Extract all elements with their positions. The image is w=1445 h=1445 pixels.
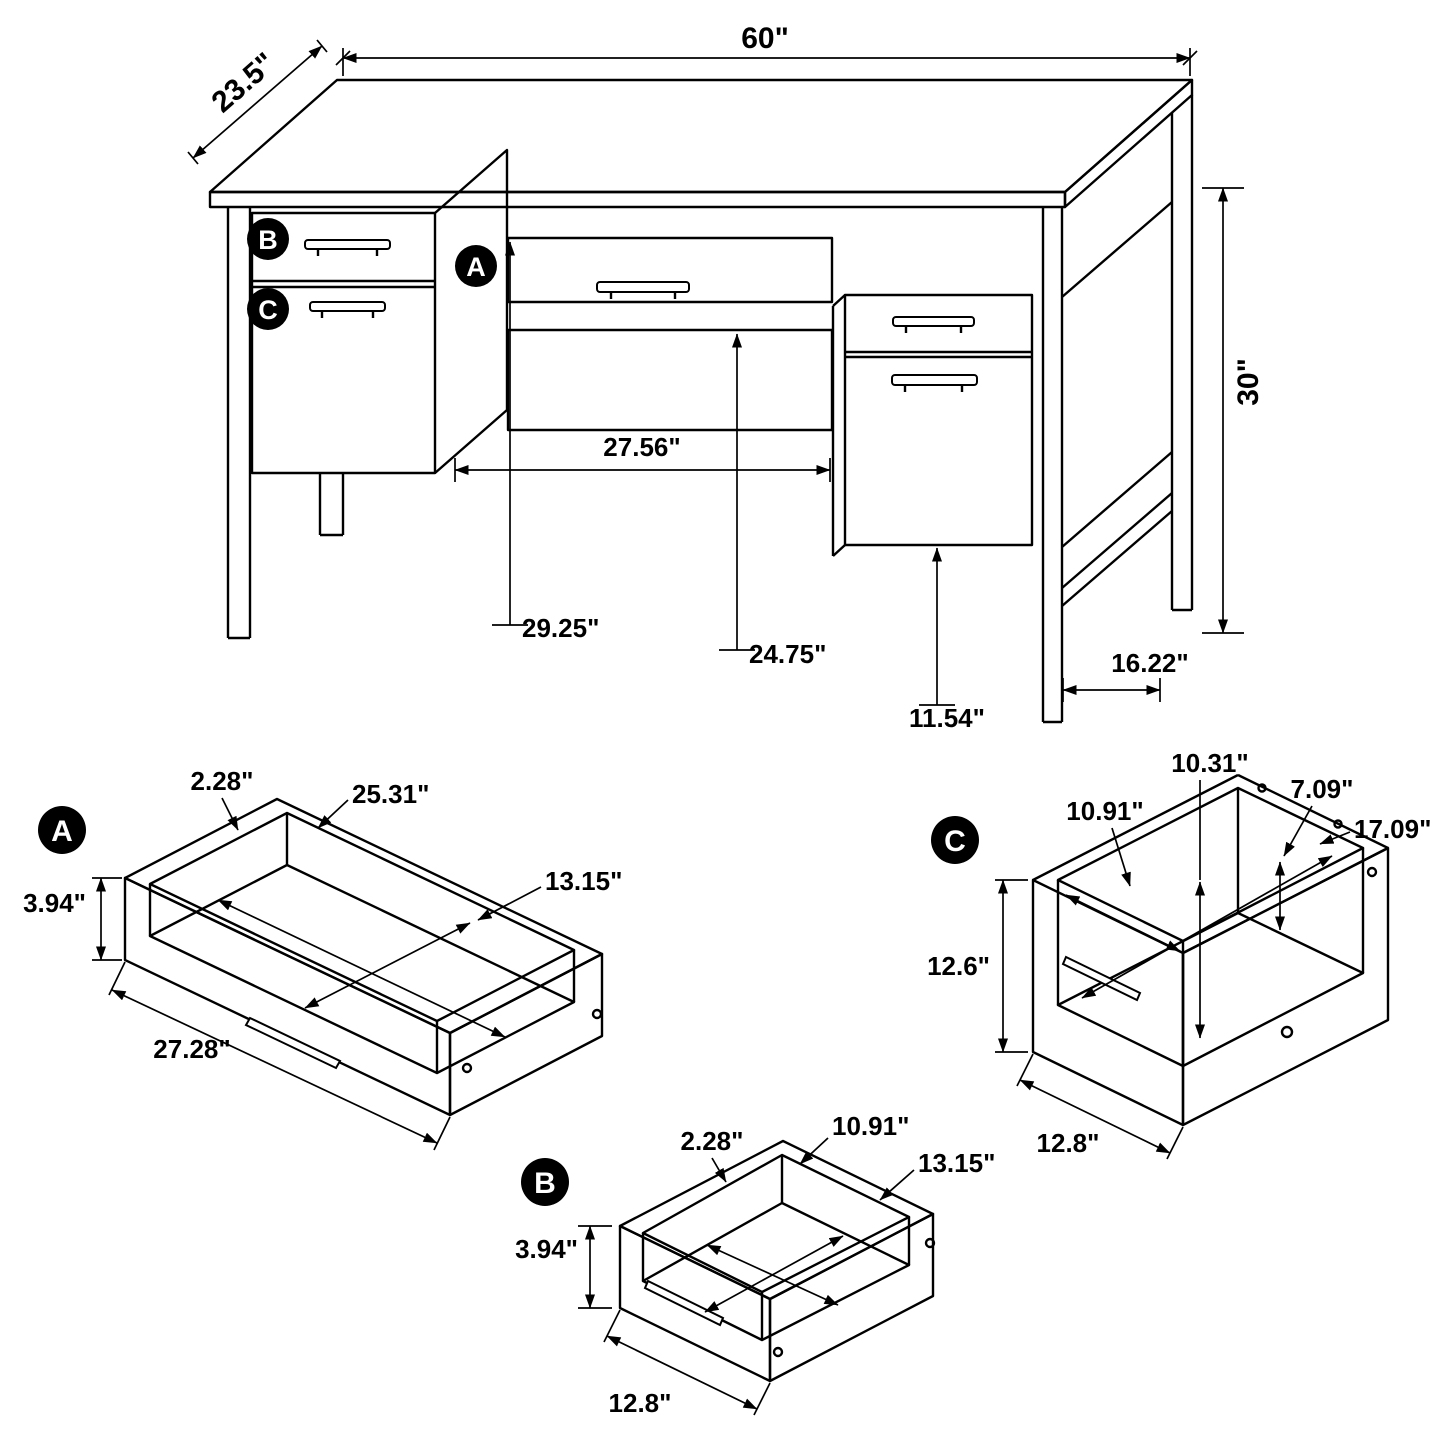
badge-c-letter: C xyxy=(258,295,278,325)
badge-a: A xyxy=(455,245,497,287)
drawer-b-detail: 3.94" 12.8" 2.28" 10.91" 13.15" B xyxy=(515,1111,995,1418)
drawer-b-height-label: 3.94" xyxy=(515,1234,578,1264)
badge-a-detail-letter: A xyxy=(51,815,73,848)
desk-top xyxy=(208,78,1194,209)
drawer-b-handle xyxy=(643,1279,725,1327)
badge-c-detail: C xyxy=(931,816,979,864)
dim-underside-height: 29.25" xyxy=(492,241,599,643)
dim-knee-clearance: 24.75" xyxy=(719,333,826,669)
cabinet-c-height-label: 12.6" xyxy=(927,951,990,981)
cabinet-c-dims: 12.6" 12.8" 10.31" 7.09" 10.91" 17.09" xyxy=(927,748,1431,1160)
desk-center-drawer xyxy=(506,236,834,432)
cabinet-c-inner-width-label: 10.91" xyxy=(1066,796,1143,826)
badge-b-detail: B xyxy=(521,1158,569,1206)
desk-width-label: 60" xyxy=(741,22,789,55)
desk-overview: 60" 23.5" 30" 27.56" 29.25" 2 xyxy=(187,22,1265,733)
cabinet-c-inner-height-label: 10.31" xyxy=(1171,748,1248,778)
leg-depth-label: 16.22" xyxy=(1111,648,1188,678)
desk-left-leg xyxy=(226,207,252,640)
badge-b-letter: B xyxy=(258,225,278,255)
dim-desk-width: 60" xyxy=(335,22,1198,76)
badge-a-letter: A xyxy=(466,252,486,282)
desk-right-pedestal xyxy=(831,293,1034,557)
pedestal-floor-gap-label: 11.54" xyxy=(909,703,985,733)
badge-c: C xyxy=(247,288,289,330)
drawer-handles xyxy=(304,239,978,392)
drawer-a-box xyxy=(123,797,604,1117)
drawer-b-dims: 3.94" 12.8" 2.28" 10.91" 13.15" xyxy=(515,1111,995,1418)
cabinet-c-diagonal-label: 17.09" xyxy=(1354,814,1431,844)
dim-leg-depth: 16.22" xyxy=(1062,648,1189,702)
cabinet-c-detail: 12.6" 12.8" 10.31" 7.09" 10.91" 17.09" C xyxy=(927,748,1431,1160)
drawer-a-dims: 3.94" 27.28" 2.28" 25.31" 13.15" xyxy=(23,766,622,1151)
drawer-b-box xyxy=(618,1139,936,1383)
drawer-b-wall-label: 2.28" xyxy=(681,1126,744,1156)
badge-c-detail-letter: C xyxy=(944,825,966,858)
desk-depth-label: 23.5" xyxy=(206,47,282,120)
drawer-a-inner-width-label: 25.31" xyxy=(352,779,429,809)
badge-a-detail: A xyxy=(38,806,86,854)
desk-right-leg-frame xyxy=(1041,95,1194,724)
drawer-b-inner-depth-label: 13.15" xyxy=(918,1148,995,1178)
drawer-a-detail: 3.94" 27.28" 2.28" 25.31" 13.15" A xyxy=(23,766,622,1151)
cabinet-c-top-clearance-label: 7.09" xyxy=(1291,774,1354,804)
dim-pedestal-floor-gap: 11.54" xyxy=(909,547,985,733)
underside-height-label: 29.25" xyxy=(522,613,599,643)
drawer-a-height-label: 3.94" xyxy=(23,888,86,918)
cabinet-c-width-label: 12.8" xyxy=(1037,1128,1100,1158)
dim-kneehole-width: 27.56" xyxy=(454,432,831,482)
desk-height-label: 30" xyxy=(1232,358,1265,406)
drawer-a-inner-depth-label: 13.15" xyxy=(545,866,622,896)
dim-desk-height: 30" xyxy=(1202,187,1265,634)
badge-b-detail-letter: B xyxy=(534,1167,556,1200)
drawer-b-outer-width-label: 12.8" xyxy=(609,1388,672,1418)
badge-b: B xyxy=(247,218,289,260)
drawer-a-wall-label: 2.28" xyxy=(191,766,254,796)
kneehole-width-label: 27.56" xyxy=(603,432,680,462)
cabinet-c-box xyxy=(1031,773,1390,1127)
knee-clearance-label: 24.75" xyxy=(749,639,826,669)
dim-desk-depth: 23.5" xyxy=(187,39,328,165)
drawer-a-outer-width-label: 27.28" xyxy=(153,1034,230,1064)
drawer-b-inner-width-label: 10.91" xyxy=(832,1111,909,1141)
cabinet-c-handle xyxy=(1061,955,1142,1002)
